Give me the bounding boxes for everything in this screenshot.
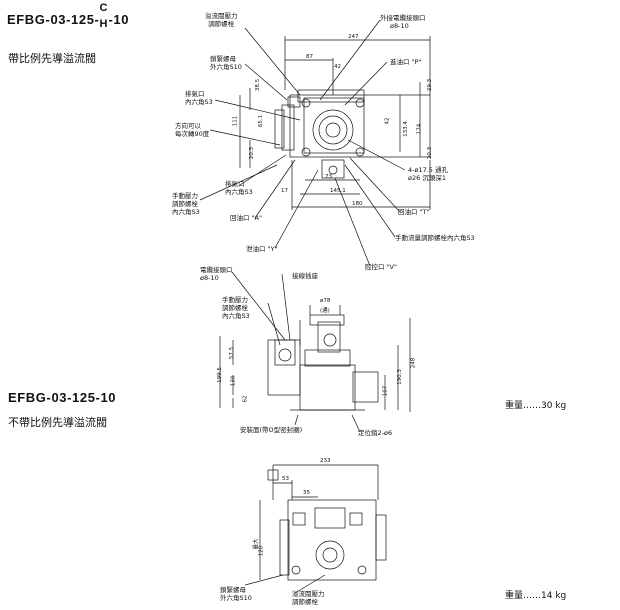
top-label-ext-conn: 外接電纜接頭口 ø8-10 — [380, 14, 426, 30]
mid-label-plug: 接線插座 — [292, 272, 318, 280]
weight-1: 重量……30 kg — [505, 401, 567, 411]
top-label-manual-press: 手動壓力 調節螺栓 內六角S3 — [172, 192, 200, 216]
model-title-1-h: H — [99, 18, 108, 30]
mid-dim-248: 248 — [410, 357, 417, 369]
mid-label-cable: 電纜接頭口 ø8-10 — [200, 266, 233, 282]
model-desc-2: 不帶比例先導溢流閥 — [8, 416, 107, 429]
top-label-flow-adjust: 手動流量調節螺栓內六角S3 — [395, 234, 475, 242]
bottom-view-drawing — [244, 464, 387, 594]
model-desc-1: 帶比例先導溢流閥 — [8, 52, 96, 65]
bot-dim-35: 35 — [303, 490, 310, 496]
top-label-direction: 方向可以 每次轉90度 — [175, 122, 210, 138]
mid-label-seal: 安裝面(帶O型密封圈) — [240, 426, 303, 434]
top-view-drawing — [199, 19, 431, 267]
top-dim-73: 73 — [325, 174, 332, 180]
top-label-return-t: 回油口 "T" — [398, 208, 430, 216]
top-dim-174: 174 — [416, 123, 423, 135]
top-dim-29: 29.3 — [427, 78, 434, 92]
top-dim-42v: 42 — [384, 117, 391, 125]
top-label-drain-y: 泄油口 "Y" — [246, 245, 278, 253]
top-label-drain2: 排氣口 內六角S3 — [225, 180, 253, 196]
top-label-lock-nut: 鎖緊螺母 外六角S10 — [210, 55, 242, 71]
mid-dim-62: 62 — [242, 395, 249, 403]
bot-label-relief-adjust: 溢流閥壓力 調節螺栓 — [292, 590, 325, 606]
top-dim-20: 20.3 — [249, 146, 256, 160]
model-title-1-suffix: -10 — [108, 12, 130, 27]
mid-label-manual: 手動壓力 調節螺栓 內六角S3 — [222, 296, 250, 320]
bot-dim-53: 53 — [282, 476, 289, 482]
top-dim-111: 111 — [232, 115, 239, 127]
mid-dim-190: 190.3 — [396, 369, 403, 385]
top-dim-247: 247 — [348, 34, 359, 40]
top-label-return-a: 回油口 "A" — [230, 214, 262, 222]
top-dim-133: 133.4 — [402, 121, 409, 137]
weight-2: 重量……14 kg — [505, 591, 567, 601]
top-label-inlet-p: 進油口 "P" — [390, 58, 422, 66]
top-label-bolt: 4-ø17.5 通孔 ø26 沉頭深1 — [408, 166, 448, 182]
mid-dim-130: 130 — [230, 375, 237, 387]
top-dim-17: 17 — [281, 188, 288, 194]
mid-dim-57: 57.5 — [229, 346, 236, 360]
top-dim-180: 180 — [352, 201, 363, 207]
top-dim-87: 87 — [306, 54, 313, 60]
mid-dim-107: 107 — [382, 385, 389, 397]
top-label-drain: 排氣口 內六角S3 — [185, 90, 213, 106]
bot-label-lock-nut: 鎖緊螺母 外六角S10 — [220, 586, 252, 602]
mid-dim-199: 199.5 — [216, 367, 223, 383]
top-label-vent-v: 腔控口 "V" — [365, 263, 397, 271]
top-dim-145: 145.1 — [330, 188, 346, 194]
top-dim-65: 65.1 — [258, 114, 265, 128]
bot-dim-120: 120 — [258, 545, 265, 557]
top-dim-42: 42 — [334, 64, 341, 70]
middle-view-drawing — [219, 271, 411, 433]
bot-dim-233: 233 — [320, 458, 331, 464]
model-title-1-c: C — [99, 2, 108, 14]
top-dim-38: 38.5 — [255, 78, 262, 92]
mid-label-pos: 定位銷2-ø6 — [358, 429, 393, 437]
mid-dim-d78: ø78 — [320, 298, 331, 304]
top-dim-20b: 20.3 — [427, 146, 434, 160]
top-label-relief-adjust: 溢流閥壓力 調節螺栓 — [205, 12, 238, 28]
model-title-2: EFBG-03-125-10 — [8, 390, 117, 405]
model-title-1-prefix: EFBG-03-125- — [7, 12, 100, 27]
mid-dim-thru: (通) — [320, 308, 330, 314]
